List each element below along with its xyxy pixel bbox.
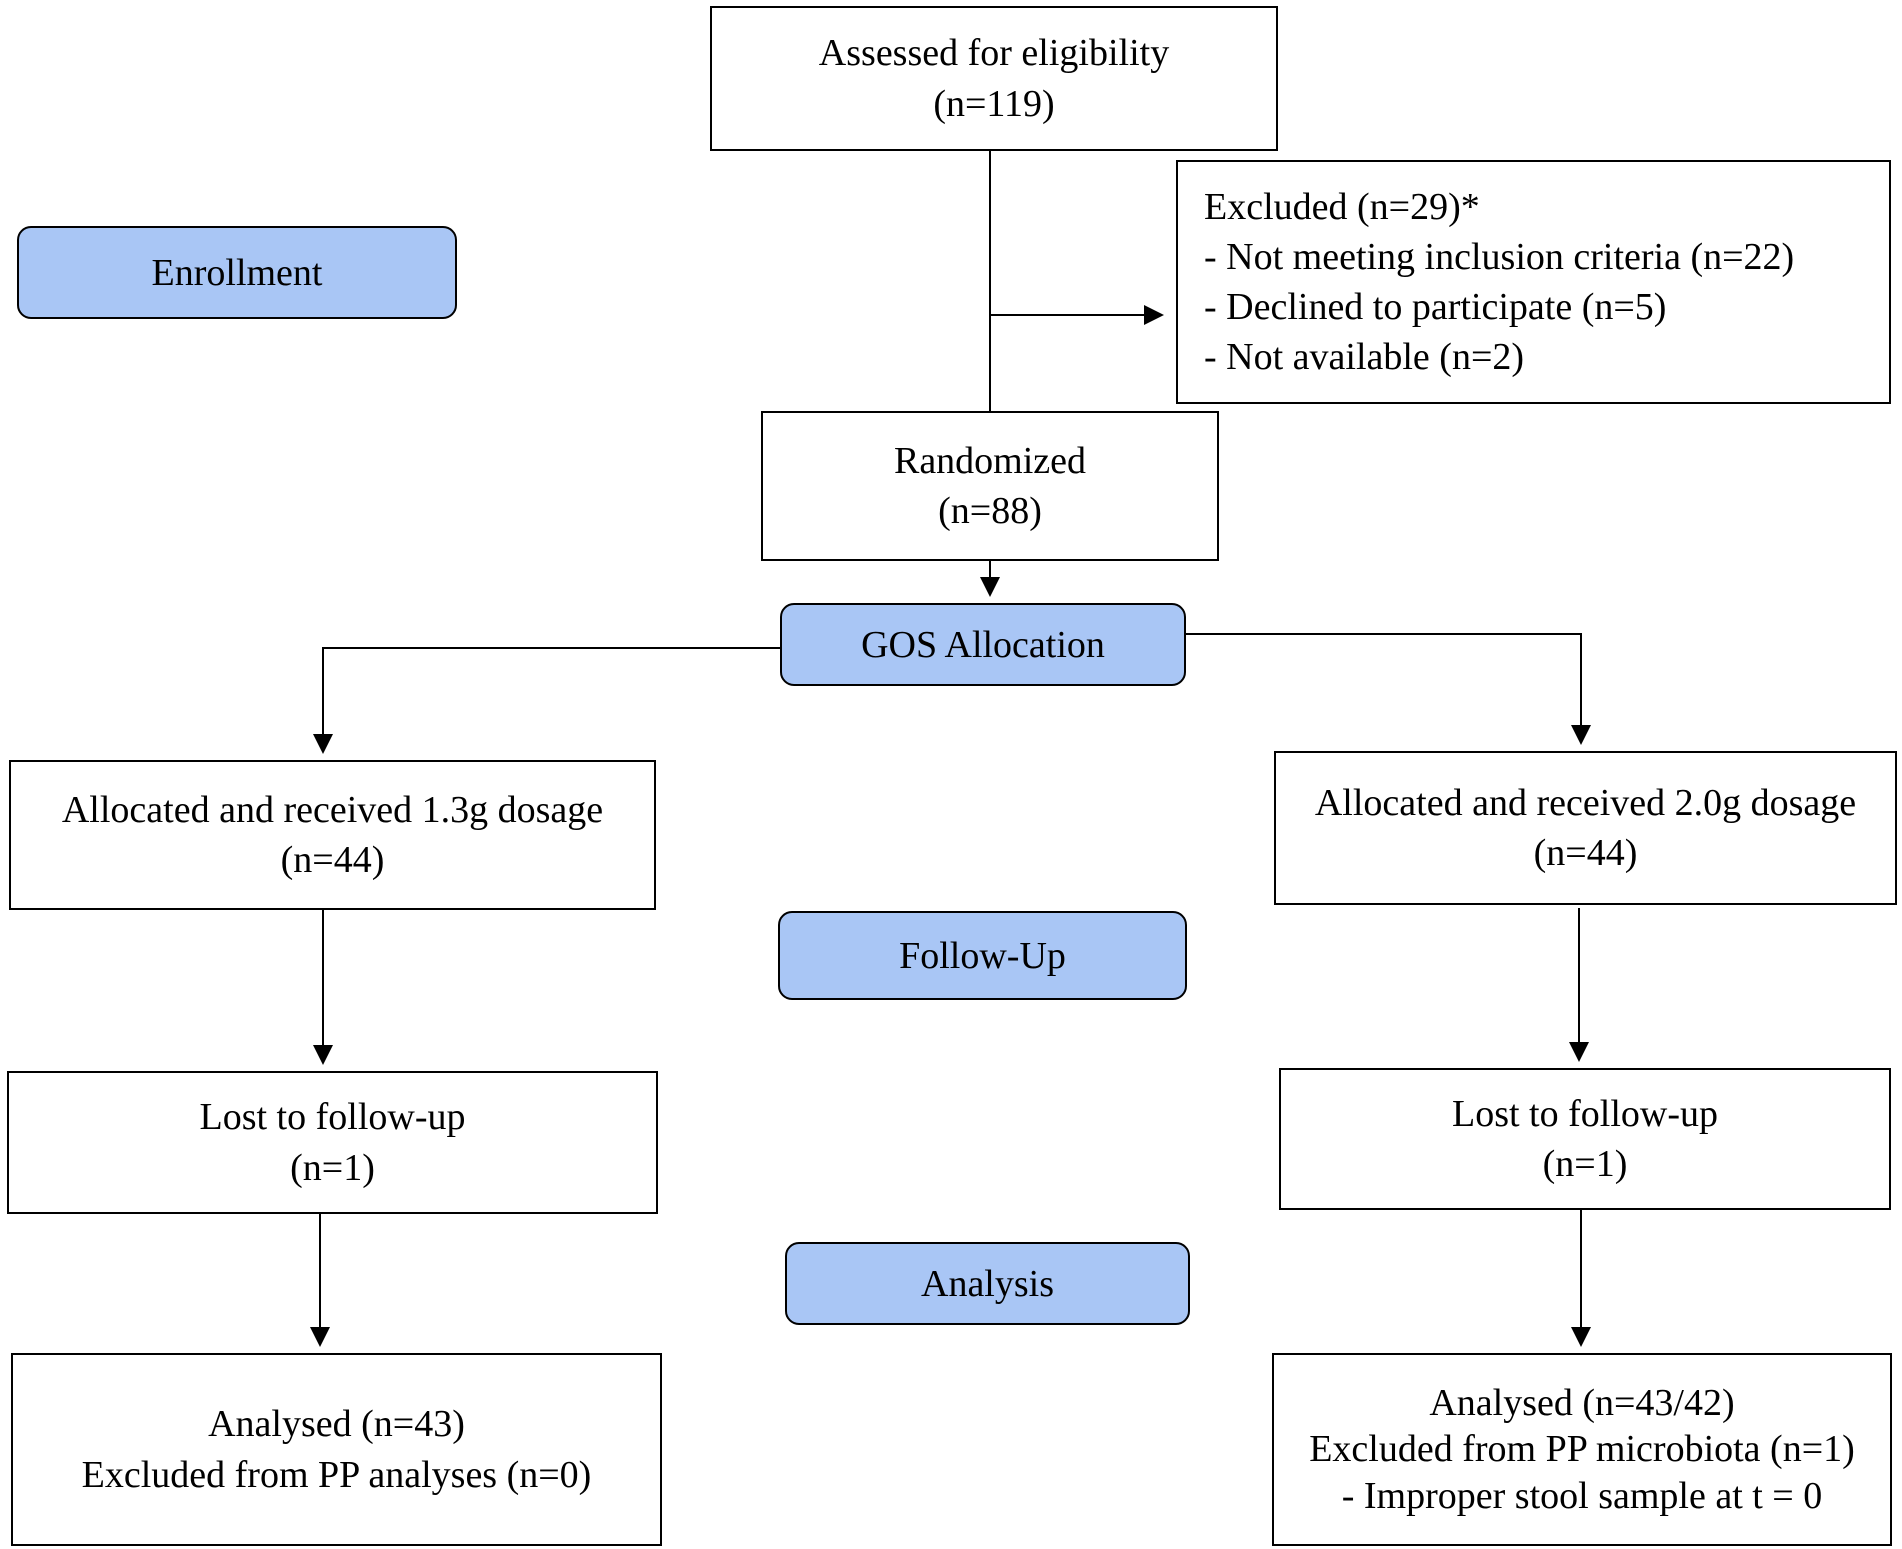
assessed-box: Assessed for eligibility (n=119) — [710, 6, 1278, 151]
stage-enrollment: Enrollment — [17, 226, 457, 319]
arrow-allocation-left — [313, 647, 780, 754]
right-allocated-label: Allocated and received 2.0g dosage — [1314, 781, 1857, 824]
stage-allocation-label: GOS Allocation — [861, 623, 1105, 666]
randomized-label: Randomized — [893, 439, 1087, 482]
assessed-label: Assessed for eligibility — [818, 32, 1170, 75]
excluded-title: Excluded (n=29)* — [1204, 185, 1480, 228]
right-analysed-reason: - Improper stool sample at t = 0 — [1341, 1474, 1823, 1517]
randomized-box: Randomized (n=88) — [761, 411, 1219, 561]
left-allocated-box: Allocated and received 1.3g dosage (n=44… — [9, 760, 656, 910]
right-allocated-count: (n=44) — [1533, 832, 1638, 874]
excluded-reason-inclusion: - Not meeting inclusion criteria (n=22) — [1204, 235, 1795, 278]
stage-follow-up: Follow-Up — [778, 911, 1187, 1000]
left-lost-count: (n=1) — [290, 1146, 375, 1189]
left-analysed-box: Analysed (n=43) Excluded from PP analyse… — [11, 1353, 662, 1546]
assessed-count: (n=119) — [933, 82, 1055, 125]
stage-enrollment-label: Enrollment — [151, 251, 323, 294]
left-allocated-count: (n=44) — [280, 839, 385, 881]
right-analysed-label: Analysed (n=43/42) — [1429, 1381, 1735, 1424]
stage-analysis-label: Analysis — [921, 1262, 1054, 1305]
right-lost-label: Lost to follow-up — [1452, 1092, 1718, 1135]
right-lost-box: Lost to follow-up (n=1) — [1279, 1068, 1891, 1210]
right-analysed-excluded: Excluded from PP microbiota (n=1) — [1309, 1428, 1855, 1471]
excluded-reason-unavailable: - Not available (n=2) — [1204, 336, 1525, 379]
right-lost-count: (n=1) — [1542, 1143, 1628, 1185]
stage-follow-up-label: Follow-Up — [899, 934, 1066, 977]
stage-analysis: Analysis — [785, 1242, 1190, 1325]
left-lost-box: Lost to follow-up (n=1) — [7, 1071, 658, 1214]
stage-allocation: GOS Allocation — [780, 603, 1186, 686]
right-allocated-box: Allocated and received 2.0g dosage (n=44… — [1274, 751, 1897, 905]
excluded-box: Excluded (n=29)* - Not meeting inclusion… — [1176, 160, 1891, 404]
excluded-reason-declined: - Declined to participate (n=5) — [1204, 286, 1667, 328]
randomized-count: (n=88) — [938, 490, 1042, 532]
left-analysed-excluded: Excluded from PP analyses (n=0) — [81, 1453, 592, 1496]
left-allocated-label: Allocated and received 1.3g dosage — [61, 788, 604, 831]
right-analysed-box: Analysed (n=43/42) Excluded from PP micr… — [1272, 1353, 1892, 1546]
left-analysed-label: Analysed (n=43) — [208, 1403, 465, 1446]
left-lost-label: Lost to follow-up — [199, 1096, 466, 1139]
arrow-allocation-right — [1184, 633, 1591, 745]
